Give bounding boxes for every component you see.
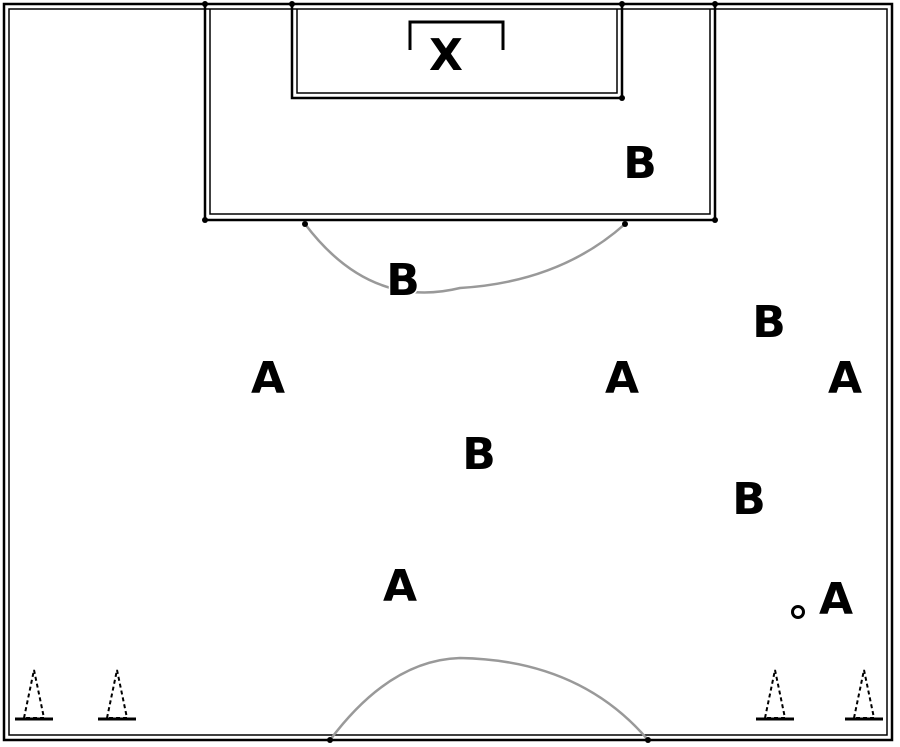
goal-area [289,1,625,101]
cone-icon [845,669,883,721]
player-marker: B [732,474,766,525]
cone-icon [756,669,794,721]
cone-icon [15,669,53,721]
penalty-box [202,1,718,223]
center-circle-arc [329,656,649,741]
player-marker: B [386,255,420,306]
goalkeeper-marker: X [429,30,463,81]
player-marker: A [819,574,853,625]
ball-icon [791,605,805,619]
pitch-boundary-inner [8,8,888,736]
player-marker: A [605,353,639,404]
cone-icon [98,669,136,721]
player-marker: B [752,297,786,348]
goal-frame [408,20,505,50]
player-marker: A [828,353,862,404]
player-marker: A [251,353,285,404]
player-marker: A [383,561,417,612]
player-marker: B [462,429,496,480]
penalty-arc [304,223,626,294]
player-marker: B [623,138,657,189]
